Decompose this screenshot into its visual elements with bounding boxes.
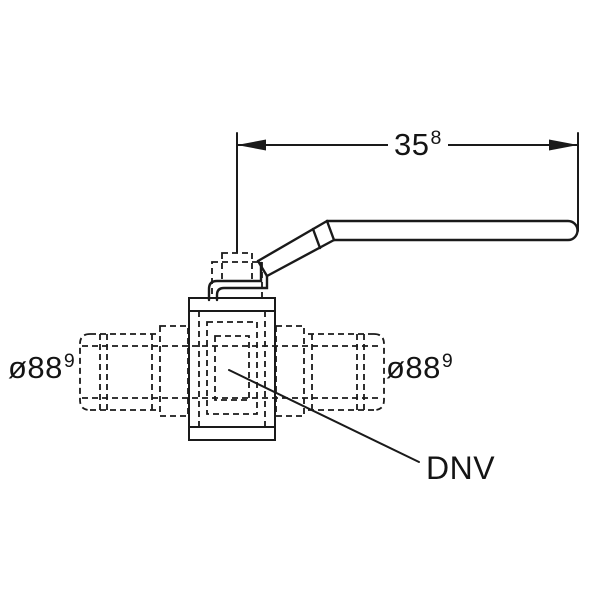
dimension-label: 358 xyxy=(388,126,448,163)
dnv-leader-line xyxy=(228,369,420,463)
body-outline xyxy=(188,297,276,441)
hidden-lines-group xyxy=(79,252,385,427)
handle-bar xyxy=(325,219,579,242)
handle-group xyxy=(207,219,579,302)
dimension-value: 35 xyxy=(394,127,430,162)
handle-arm-top xyxy=(256,219,329,263)
handle-bracket-inner xyxy=(215,274,269,302)
part-label-dnv: DNV xyxy=(426,450,496,486)
diameter-left-value: ø88 xyxy=(8,350,63,385)
dimension-arrow-left xyxy=(237,139,266,151)
diameter-right-value: ø88 xyxy=(386,350,441,385)
handle-arm-end xyxy=(256,259,269,278)
handle-bend-line-2 xyxy=(311,227,322,250)
union-nut-left xyxy=(159,325,189,417)
ball-port-hidden xyxy=(214,335,250,401)
handle-arm-bottom xyxy=(265,238,336,278)
diameter-right-superscript: 9 xyxy=(441,349,454,372)
stem-hidden xyxy=(221,252,253,282)
pipe-right-outline xyxy=(304,333,385,411)
diameter-label-right: ø889 xyxy=(386,349,454,385)
union-nut-right xyxy=(275,325,305,417)
dimension-superscript: 8 xyxy=(430,126,442,149)
dimension-arrow-right xyxy=(549,139,578,151)
stem-flange-hidden xyxy=(211,261,263,299)
pipe-left-outline xyxy=(79,333,160,411)
handle-bend-line-1 xyxy=(325,219,336,242)
diameter-label-left: ø889 xyxy=(8,349,76,385)
diameter-left-superscript: 9 xyxy=(63,349,76,372)
valve-body-group xyxy=(188,297,276,441)
ball-cavity-hidden xyxy=(206,321,258,415)
